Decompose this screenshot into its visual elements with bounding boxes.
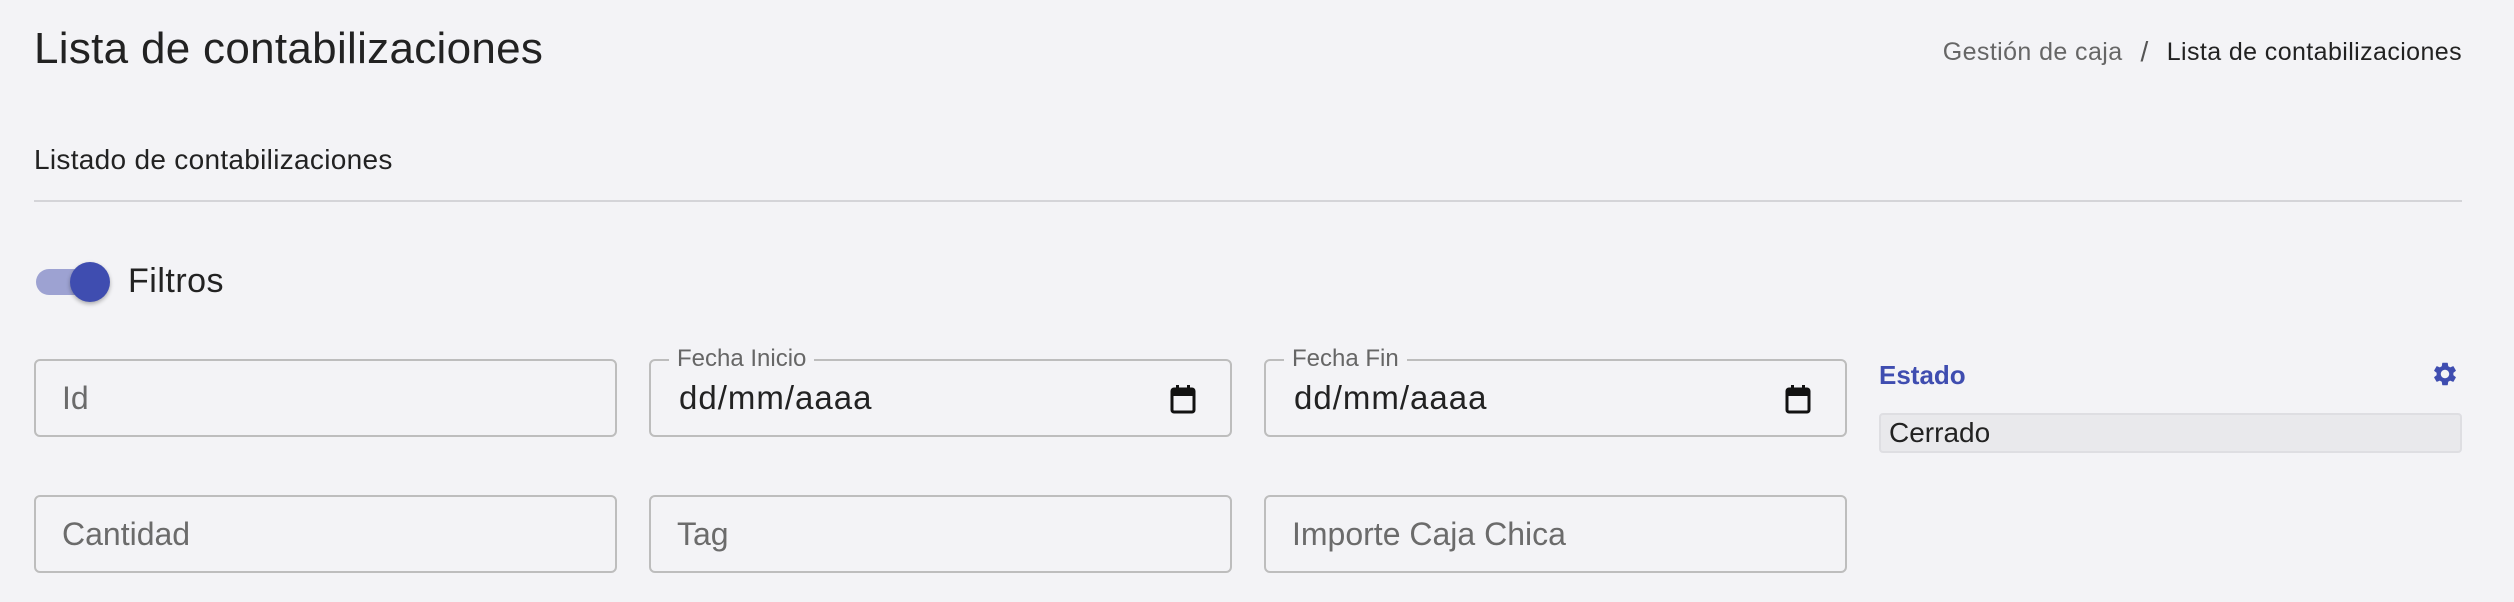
tag-field (649, 495, 1232, 573)
cantidad-input[interactable] (36, 497, 615, 571)
fecha-fin-value[interactable]: dd/mm/aaaa (1294, 379, 1488, 416)
filters-label: Filtros (128, 262, 225, 300)
importe-caja-chica-input[interactable] (1266, 497, 1845, 571)
fecha-inicio-label: Fecha Inicio (669, 346, 815, 372)
estado-label: Estado (1879, 360, 1966, 390)
fecha-fin-field[interactable]: Fecha Fin dd/mm/aaaa (1264, 346, 1847, 437)
filters-toggle[interactable] (36, 262, 112, 302)
estado-select[interactable]: Cerrado (1879, 413, 2462, 453)
fecha-inicio-value[interactable]: dd/mm/aaaa (679, 379, 873, 416)
breadcrumb-separator: / (2140, 36, 2149, 67)
page-title: Lista de contabilizaciones (34, 24, 544, 73)
gear-icon[interactable] (2431, 360, 2459, 388)
breadcrumb-link-gestion-de-caja[interactable]: Gestión de caja (1942, 37, 2123, 66)
id-input[interactable] (36, 361, 615, 435)
calendar-icon[interactable] (1170, 384, 1196, 414)
breadcrumb: Gestión de caja / Lista de contabilizaci… (1943, 36, 2462, 68)
tag-input[interactable] (651, 497, 1230, 571)
breadcrumb-current: Lista de contabilizaciones (2166, 37, 2462, 66)
cantidad-field (34, 495, 617, 573)
toggle-thumb (70, 262, 110, 302)
id-field (34, 359, 617, 437)
calendar-icon[interactable] (1785, 384, 1811, 414)
fecha-fin-label: Fecha Fin (1284, 346, 1407, 372)
fecha-inicio-field[interactable]: Fecha Inicio dd/mm/aaaa (649, 346, 1232, 437)
section-title: Listado de contabilizaciones (34, 144, 393, 175)
importe-caja-chica-field (1264, 495, 1847, 573)
divider (34, 200, 2462, 202)
